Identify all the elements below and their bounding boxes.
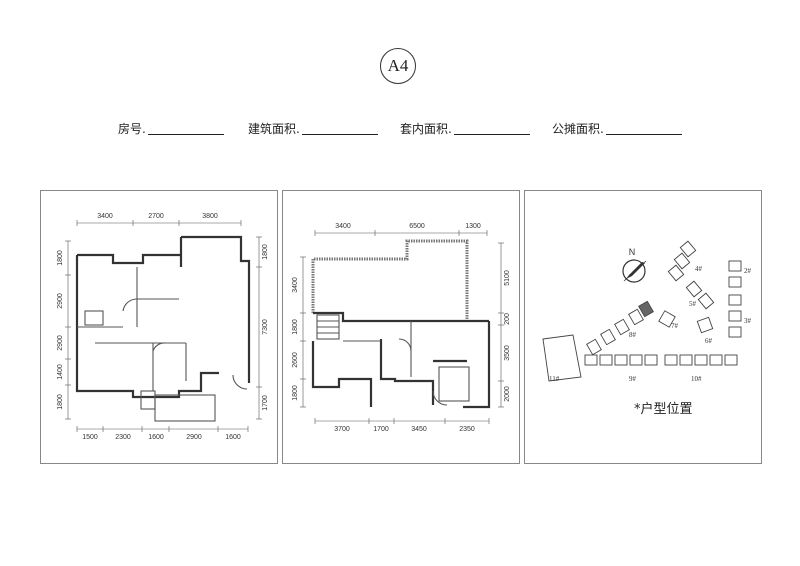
building-label-8: 8# bbox=[629, 331, 637, 339]
f1-bottom-dim-1: 1500 bbox=[82, 434, 98, 441]
f1-bottom-dim-2: 2300 bbox=[115, 434, 131, 441]
f2-left-dim-3: 2600 bbox=[292, 352, 299, 368]
interior-area-label: 套内面积. bbox=[400, 122, 452, 136]
f2-right-dim-2: 200 bbox=[504, 313, 511, 325]
site-plan-panel: N bbox=[524, 190, 762, 464]
room-number-blank[interactable] bbox=[147, 134, 224, 135]
floor-plan-1-panel: 3400 2700 3800 1500 2300 1600 2900 1600 … bbox=[40, 190, 278, 464]
floor-plan-2-panel: 3400 6500 1300 3700 1700 3450 2350 3400 … bbox=[282, 190, 520, 464]
f1-left-dim-1: 1800 bbox=[57, 250, 64, 266]
building-label-6: 6# bbox=[705, 337, 713, 345]
north-label: N bbox=[629, 247, 636, 257]
north-compass-icon: N bbox=[622, 247, 647, 283]
f1-right-dim-1: 1800 bbox=[262, 244, 269, 260]
building-area-field: 建筑面积. bbox=[248, 120, 378, 137]
site-plan-drawing: N bbox=[542, 240, 752, 383]
building-area-blank[interactable] bbox=[301, 134, 378, 135]
f2-bottom-dim-3: 3450 bbox=[411, 426, 427, 433]
unit-type-badge: A4 bbox=[380, 48, 416, 84]
f1-right-dim-2: 7300 bbox=[262, 319, 269, 335]
floor-plan-2-drawing: 3400 6500 1300 3700 1700 3450 2350 3400 … bbox=[292, 223, 511, 433]
f2-right-dim-1: 5100 bbox=[504, 270, 511, 286]
shared-area-blank[interactable] bbox=[605, 134, 682, 135]
f2-bottom-dim-2: 1700 bbox=[373, 426, 389, 433]
building-label-9: 9# bbox=[629, 375, 637, 383]
f1-left-dim-3: 2900 bbox=[57, 335, 64, 351]
room-number-field: 房号. bbox=[118, 120, 224, 137]
f2-top-dim-1: 3400 bbox=[335, 223, 351, 230]
f1-bottom-dim-4: 2900 bbox=[186, 434, 202, 441]
f2-bottom-dim-4: 2350 bbox=[459, 426, 475, 433]
f2-left-dim-2: 1800 bbox=[292, 319, 299, 335]
f2-right-dim-4: 2000 bbox=[504, 386, 511, 402]
f1-left-dim-5: 1800 bbox=[57, 394, 64, 410]
f1-top-dim-1: 3400 bbox=[97, 213, 113, 220]
building-label-7: 7# bbox=[671, 322, 679, 330]
building-label-3: 3# bbox=[744, 317, 752, 325]
unit-type-label: A4 bbox=[387, 56, 409, 75]
building-label-5: 5# bbox=[689, 300, 697, 308]
building-label-4: 4# bbox=[695, 265, 703, 273]
building-area-label: 建筑面积. bbox=[248, 122, 300, 136]
f1-bottom-dim-5: 1600 bbox=[225, 434, 241, 441]
building-label-11: 11# bbox=[549, 375, 560, 383]
f1-left-dim-2: 2900 bbox=[57, 293, 64, 309]
interior-area-field: 套内面积. bbox=[400, 120, 530, 137]
f1-top-dim-2: 2700 bbox=[148, 213, 164, 220]
f2-top-dim-2: 6500 bbox=[409, 223, 425, 230]
shared-area-field: 公摊面积. bbox=[552, 120, 682, 137]
floor-plan-1-drawing: 3400 2700 3800 1500 2300 1600 2900 1600 … bbox=[57, 213, 269, 441]
unit-location-title: *户型位置 bbox=[634, 402, 693, 417]
room-number-label: 房号. bbox=[118, 122, 146, 136]
f2-left-dim-4: 1800 bbox=[292, 385, 299, 401]
f2-left-dim-1: 3400 bbox=[292, 277, 299, 293]
f1-top-dim-3: 3800 bbox=[202, 213, 218, 220]
f2-top-dim-3: 1300 bbox=[465, 223, 481, 230]
interior-area-blank[interactable] bbox=[453, 134, 530, 135]
building-label-2: 2# bbox=[744, 267, 752, 275]
f1-bottom-dim-3: 1600 bbox=[148, 434, 164, 441]
f1-left-dim-4: 1400 bbox=[57, 364, 64, 380]
shared-area-label: 公摊面积. bbox=[552, 122, 604, 136]
f1-right-dim-3: 1700 bbox=[262, 395, 269, 411]
f2-right-dim-3: 3500 bbox=[504, 345, 511, 361]
f2-bottom-dim-1: 3700 bbox=[334, 426, 350, 433]
building-label-10: 10# bbox=[691, 375, 702, 383]
